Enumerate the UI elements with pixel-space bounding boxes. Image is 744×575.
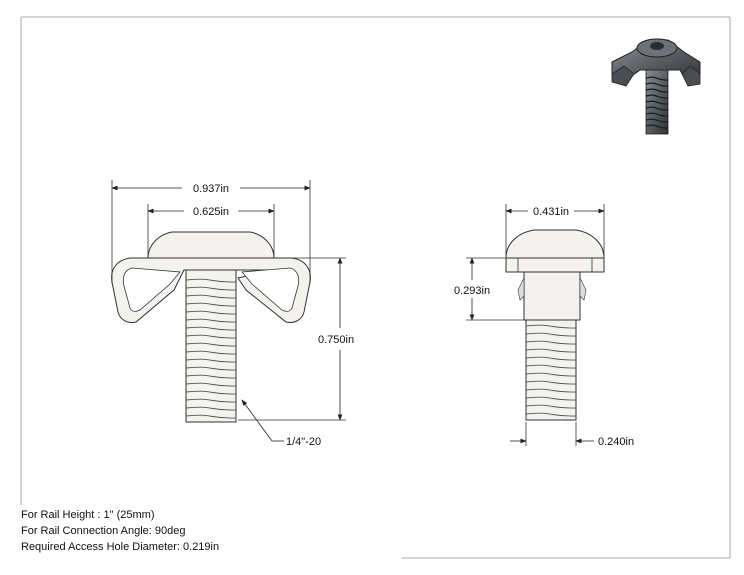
note-access-hole: Required Access Hole Diameter: 0.219in [21, 541, 220, 553]
dim-shank-diameter-label: 0.240in [598, 436, 634, 448]
dim-side-head-width-label: 0.431in [533, 206, 569, 218]
thread-line [185, 326, 237, 331]
thread-line [525, 340, 577, 345]
thread-line [185, 318, 237, 323]
thread-line [185, 334, 237, 339]
thread-line [645, 112, 669, 117]
thread-line [645, 94, 669, 99]
thread-line [185, 382, 237, 387]
thread-line [525, 356, 577, 361]
dim-overall-width-label: 0.937in [193, 183, 229, 195]
front-head [147, 231, 275, 259]
thread-line [525, 412, 577, 417]
dim-head-width-label: 0.625in [193, 206, 229, 218]
dim-head-width: 0.625in [147, 204, 275, 258]
thread-line [185, 278, 237, 283]
thread-line [185, 414, 237, 419]
thread-line [645, 106, 669, 111]
thread-line [185, 374, 237, 379]
thread-callout-label: 1/4"-20 [286, 436, 321, 448]
dim-side-head-width: 0.431in [505, 204, 605, 256]
thread-line [185, 398, 237, 403]
side-head [505, 229, 605, 259]
thread-line [185, 390, 237, 395]
note-rail-height: For Rail Height : 1" (25mm) [21, 509, 155, 521]
thread-callout: 1/4"-20 [241, 399, 321, 448]
thread-line [525, 332, 577, 337]
dim-shank-length-label: 0.293in [454, 285, 490, 297]
thread-line [525, 364, 577, 369]
note-connection-angle: For Rail Connection Angle: 90deg [21, 525, 186, 537]
side-clip-band [505, 257, 605, 273]
thread-line [185, 350, 237, 355]
thread-line [525, 380, 577, 385]
dim-overall-width: 0.937in [111, 180, 311, 284]
thread-line [185, 358, 237, 363]
thread-line [185, 406, 237, 411]
front-view [111, 231, 311, 423]
thread-line [525, 372, 577, 377]
thread-line [645, 88, 669, 93]
thread-line [525, 404, 577, 409]
dim-total-height: 0.750in [238, 257, 354, 421]
thread-line [525, 396, 577, 401]
thread-line [525, 348, 577, 353]
thread-line [185, 342, 237, 347]
dim-shank-length: 0.293in [454, 257, 526, 321]
thread-line [185, 286, 237, 291]
thread-line [645, 100, 669, 105]
thread-line [525, 388, 577, 393]
dim-shank-diameter: 0.240in [510, 422, 634, 448]
side-shank [523, 271, 581, 321]
thread-line [185, 302, 237, 307]
thread-line [185, 366, 237, 371]
thread-line [645, 76, 669, 81]
thread-line [525, 324, 577, 329]
thread-line [645, 118, 669, 123]
side-shaft [525, 319, 577, 421]
side-view [505, 229, 605, 421]
thread-line [645, 124, 669, 129]
dim-total-height-label: 0.750in [318, 334, 354, 346]
iso-view-render [611, 38, 701, 135]
sheet-border [20, 16, 731, 559]
thread-line [185, 294, 237, 299]
thread-line [645, 82, 669, 87]
thread-line [185, 310, 237, 315]
